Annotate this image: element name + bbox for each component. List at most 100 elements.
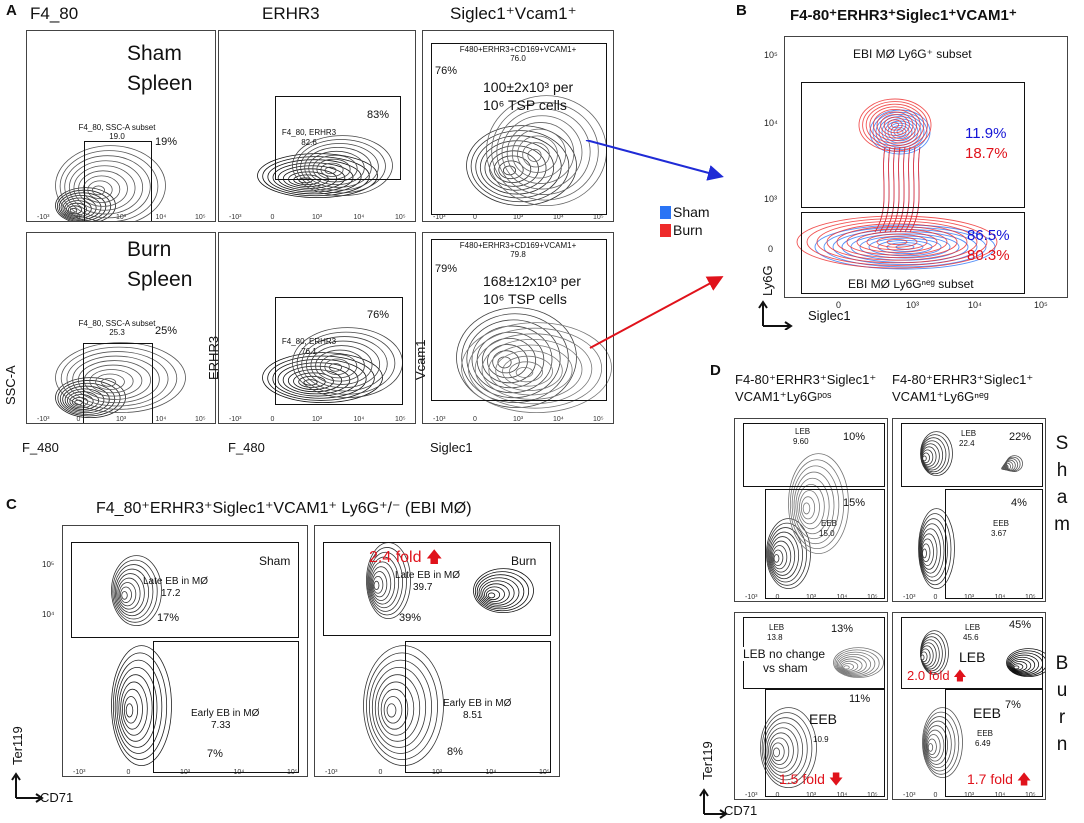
contour-line <box>768 531 800 580</box>
contour-line <box>923 716 956 772</box>
gate-value: 76.1 <box>301 347 317 356</box>
overlay-contour <box>883 116 907 134</box>
contour-line <box>920 630 949 675</box>
gate-name: LEB <box>769 623 785 632</box>
gate-value: 45.6 <box>963 633 979 642</box>
label-spleen: Spleen <box>127 268 193 291</box>
cell-count: 100±2x10³ per <box>483 79 574 95</box>
contour-line <box>920 528 941 574</box>
contour-line <box>369 561 396 605</box>
contour-line <box>300 143 379 191</box>
overlay-contour <box>880 114 910 136</box>
contour-line <box>374 674 421 742</box>
fold-change-late: 2.4 fold 🡅 <box>369 546 442 573</box>
contour-line <box>836 654 872 675</box>
gate-pct: 15% <box>843 497 866 509</box>
contour-line <box>78 170 128 207</box>
contour-line <box>312 154 358 183</box>
cell-count: 168±12x10³ per <box>483 273 581 289</box>
contour-line <box>496 108 591 195</box>
gate-name: LEB <box>961 429 977 438</box>
contour-line <box>1008 654 1040 675</box>
xtick-label: 10⁵ <box>195 214 206 221</box>
contour-line <box>371 666 427 748</box>
contour-line <box>1007 650 1045 677</box>
contour-line <box>257 153 378 199</box>
contour-line <box>1013 665 1020 670</box>
contour-line <box>480 580 515 606</box>
contour-line <box>292 135 393 197</box>
overlay-contour <box>866 233 928 251</box>
gate-pct: 39% <box>399 612 422 624</box>
label-burn: Burn <box>127 238 172 261</box>
col-title-siglec-vcam: Siglec1⁺Vcam1⁺ <box>450 4 577 23</box>
contour-line <box>461 322 612 414</box>
contour-line <box>839 658 863 673</box>
contour-line <box>371 571 388 598</box>
gate-name: LEB <box>965 623 981 632</box>
contour-line <box>120 586 132 603</box>
xtick-label: 10⁵ <box>593 416 604 423</box>
label-sham: Sham <box>127 42 182 65</box>
gate-name: F4_80, ERHR3 <box>281 337 337 346</box>
xtick-label: -10³ <box>745 594 758 601</box>
xtick-label: 10³ <box>513 214 524 221</box>
contour-line <box>802 502 811 515</box>
contour-line <box>111 645 172 767</box>
contour-line <box>120 681 148 736</box>
contour-line <box>380 688 409 730</box>
gate-value: 39.7 <box>413 582 433 593</box>
overlay-contour <box>904 146 916 233</box>
contour-line <box>481 337 537 384</box>
gate-late-eb <box>71 542 299 638</box>
contour-line <box>767 527 804 583</box>
xtick-label: 0 <box>77 214 81 221</box>
contour-line <box>95 373 125 390</box>
row-label-burn: B u r n <box>1052 650 1072 758</box>
contour-line <box>77 360 152 400</box>
cell-count-unit: 10⁶ TSP cells <box>483 291 567 307</box>
contour-line <box>62 197 97 219</box>
contour-line <box>69 394 94 409</box>
xtick: 10³ <box>906 300 920 310</box>
ytick: 10⁵ <box>42 560 55 569</box>
xtick-label: 10⁴ <box>995 792 1006 799</box>
contour-line <box>287 369 343 393</box>
contour-line <box>1011 661 1028 672</box>
contour-line <box>67 205 83 215</box>
gate-name: EEB <box>809 711 838 727</box>
overlay-contour <box>836 225 958 259</box>
contour-line <box>511 128 567 179</box>
panel-b-title: F4-80⁺ERHR3⁺Siglec1⁺VCAM1⁺ <box>790 7 1017 24</box>
xtick-label: 10⁴ <box>995 594 1006 601</box>
contour-line <box>114 568 150 617</box>
contour-line <box>834 649 880 677</box>
xtick-label: 0 <box>776 792 780 799</box>
contour-line <box>386 703 397 718</box>
overlay-contour <box>806 218 988 266</box>
overlay-contours <box>796 98 998 270</box>
gate-pct: 4% <box>1011 497 1027 509</box>
contour-line <box>927 743 934 752</box>
overlay-contour <box>890 121 900 129</box>
contour-line <box>498 160 524 180</box>
contour-line <box>328 363 343 372</box>
col1-title-2: VCAM1⁺Ly6Gᵖᵒˢ <box>735 389 832 404</box>
xtick-label: 10³ <box>116 416 127 423</box>
contour-line <box>840 660 859 672</box>
xtick-label: 0 <box>271 416 275 423</box>
arrows-a-to-b <box>585 140 724 349</box>
axis-label-ssc: SSC-A <box>3 365 18 405</box>
contour-line <box>373 580 380 591</box>
overlay-contour <box>859 235 951 259</box>
contour-line <box>484 145 547 191</box>
contour-line <box>763 717 808 781</box>
contour-line <box>301 336 388 392</box>
xtick-label: 10⁵ <box>395 416 406 423</box>
gate-leb <box>901 617 1043 689</box>
pct-upper-sham: 11.9% <box>965 125 1007 142</box>
contour-line <box>791 465 840 545</box>
